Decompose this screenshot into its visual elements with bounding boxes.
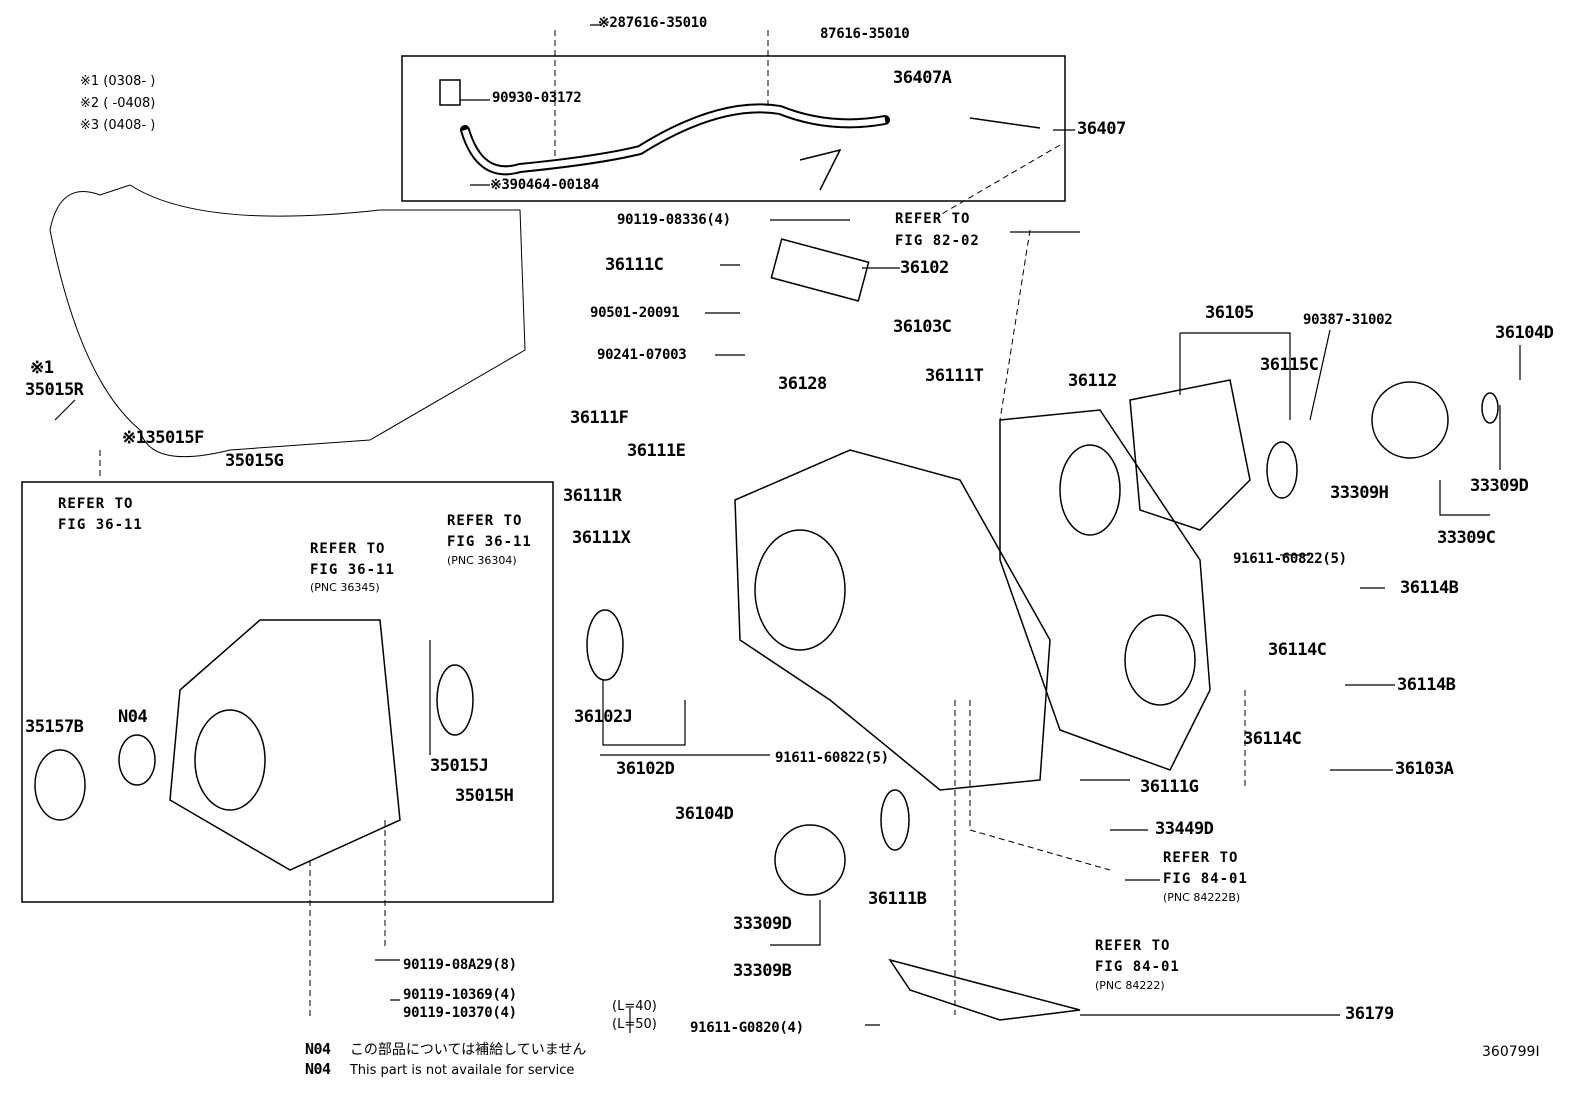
part-label[interactable]: 36114B [1397, 675, 1456, 695]
adapter-case [169, 619, 401, 871]
part-label[interactable]: 35015H [455, 786, 514, 806]
part-label[interactable]: 91611-G0820(4) [690, 1020, 804, 1036]
part-label[interactable]: 36111C [605, 255, 664, 275]
refer-label: REFER TO [447, 513, 523, 529]
refer-link[interactable]: FIG 36-11 [447, 534, 532, 550]
length-note: (L=40) [612, 999, 657, 1014]
part-label[interactable]: 36111G [1140, 777, 1199, 797]
part-label[interactable]: 90241-07003 [597, 347, 687, 363]
part-label[interactable]: ※135015F [122, 428, 204, 448]
length-note: (L=50) [612, 1017, 657, 1032]
note-text: This part is not availale for service [349, 1063, 575, 1078]
refer-link[interactable]: FIG 36-11 [58, 517, 143, 533]
part-label[interactable]: 33309H [1330, 483, 1389, 503]
part-label[interactable]: 33309B [733, 961, 792, 981]
extension-housing [1129, 379, 1251, 531]
part-label[interactable]: 36102D [616, 759, 675, 779]
part-label[interactable]: 36111R [563, 486, 622, 506]
refer-label: REFER TO [1163, 850, 1239, 866]
part-label[interactable]: 36114C [1268, 640, 1327, 660]
legend-item-3: ※3 (0408- ) [80, 118, 156, 133]
part-label[interactable]: 91611-60822(5) [775, 750, 889, 766]
part-label[interactable]: 36112 [1068, 371, 1117, 391]
part-label[interactable]: 90119-10370(4) [403, 1005, 517, 1021]
cover [770, 238, 870, 302]
part-label[interactable]: 36111X [572, 528, 631, 548]
variant-mark: ※1 [30, 358, 54, 378]
part-label[interactable]: 36128 [778, 374, 827, 394]
part-label[interactable]: 91611-60822(5) [1233, 551, 1347, 567]
part-label[interactable]: 36102 [900, 258, 949, 278]
breather-plug [439, 79, 461, 106]
refer-link[interactable]: FIG 36-11 [310, 562, 395, 578]
part-label[interactable]: 36114C [1243, 729, 1302, 749]
refer-label: REFER TO [1095, 938, 1171, 954]
legend-item-2: ※2 ( -0408) [80, 96, 156, 111]
part-label[interactable]: 90501-20091 [590, 305, 680, 321]
pnc-note: (PNC 36304) [447, 554, 517, 567]
part-label[interactable]: 90930-03172 [492, 90, 582, 106]
transmission-outline [49, 184, 526, 458]
part-label[interactable]: ※287616-35010 [598, 15, 707, 31]
part-label[interactable]: 90119-08A29(8) [403, 957, 517, 973]
part-label[interactable]: 33449D [1155, 819, 1214, 839]
part-label[interactable]: 90387-31002 [1303, 312, 1393, 328]
part-label[interactable]: 36111F [570, 408, 629, 428]
refer-link[interactable]: FIG 82-02 [895, 233, 980, 249]
refer-label: REFER TO [310, 541, 386, 557]
note-code: N04 [305, 1060, 331, 1078]
part-label[interactable]: 36105 [1205, 303, 1254, 323]
transfer-case-rear [999, 409, 1211, 771]
part-label[interactable]: 36111B [868, 889, 927, 909]
pnc-note: (PNC 84222B) [1163, 891, 1241, 904]
transfer-mount [888, 958, 1081, 1021]
part-label[interactable]: 36114B [1400, 578, 1459, 598]
note-jp: N04 この部品については補給していません [305, 1040, 587, 1058]
note-code: N04 [305, 1040, 331, 1058]
transfer-case-front [734, 449, 1051, 791]
part-label[interactable]: 36179 [1345, 1004, 1394, 1024]
part-label[interactable]: 87616-35010 [820, 26, 910, 42]
part-label[interactable]: 35015G [225, 451, 284, 471]
part-label[interactable]: 36407A [893, 68, 952, 88]
part-label[interactable]: 90119-08336(4) [617, 212, 731, 228]
note-text: この部品については補給していません [349, 1042, 587, 1058]
part-label[interactable]: 36104D [1495, 323, 1554, 343]
refer-label: REFER TO [895, 211, 971, 227]
refer-link[interactable]: FIG 84-01 [1095, 959, 1180, 975]
refer-label: REFER TO [58, 496, 134, 512]
legend-item-1: ※1 (0308- ) [80, 74, 156, 89]
part-label[interactable]: 35015J [430, 756, 489, 776]
part-label[interactable]: 35157B [25, 717, 84, 737]
part-label[interactable]: 36407 [1077, 119, 1126, 139]
part-label[interactable]: 36104D [675, 804, 734, 824]
part-label[interactable]: N04 [118, 707, 148, 727]
pnc-note: (PNC 36345) [310, 581, 380, 594]
part-label[interactable]: 36102J [574, 707, 633, 727]
refer-link[interactable]: FIG 84-01 [1163, 871, 1248, 887]
figure-id: 360799I [1482, 1044, 1540, 1060]
part-label[interactable]: 33309C [1437, 528, 1496, 548]
part-label[interactable]: 90119-10369(4) [403, 987, 517, 1003]
part-label[interactable]: 36111E [627, 441, 686, 461]
part-label[interactable]: 35015R [25, 380, 84, 400]
note-en: N04 This part is not availale for servic… [305, 1060, 575, 1078]
part-label[interactable]: 36103A [1395, 759, 1454, 779]
part-label[interactable]: 36115C [1260, 355, 1319, 375]
part-label[interactable]: ※390464-00184 [490, 177, 599, 193]
part-label[interactable]: 36103C [893, 317, 952, 337]
part-label[interactable]: 36111T [925, 366, 984, 386]
part-label[interactable]: 33309D [1470, 476, 1529, 496]
pnc-note: (PNC 84222) [1095, 979, 1165, 992]
adapter-group-box [21, 481, 554, 903]
hose-group-box [401, 55, 1066, 202]
part-label[interactable]: 33309D [733, 914, 792, 934]
